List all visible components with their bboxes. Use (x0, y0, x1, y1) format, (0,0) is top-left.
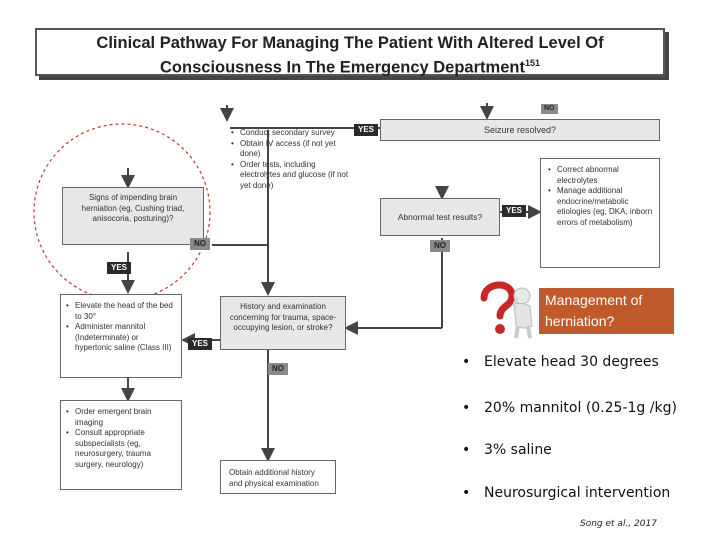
imaging-actions-box: Order emergent brain imaging Consult app… (60, 400, 182, 490)
title-line-1: Clinical Pathway For Managing The Patien… (96, 34, 604, 52)
seizure-question: Seizure resolved? (483, 124, 557, 135)
no-tag-history: NO (268, 363, 288, 375)
correct-item: Correct abnormal electrolytes (548, 165, 653, 186)
abnormal-tests-question: Abnormal test results? (397, 211, 483, 222)
no-tag-herniation: NO (190, 238, 210, 250)
obtain-history-box: Obtain additional history and physical e… (220, 460, 336, 494)
page-title: Clinical Pathway For Managing The Patien… (35, 28, 665, 77)
herniation-action-item: Administer mannitol (Indeterminate) or h… (66, 322, 177, 354)
history-question-box: History and examination concerning for t… (220, 296, 346, 350)
herniation-question: Signs of impending brain herniation (eg,… (81, 193, 185, 223)
management-text: Management of herniation? (545, 292, 643, 329)
history-question: History and examination concerning for t… (229, 302, 337, 332)
bullet-item: •3% saline (462, 442, 552, 458)
bullet-item: •Elevate head 30 degrees (462, 354, 659, 370)
survey-item: Order tests, including electrolytes and … (231, 160, 350, 192)
herniation-question-box: Signs of impending brain herniation (eg,… (62, 187, 204, 245)
bullet-item: •20% mannitol (0.25-1g /kg) (462, 400, 677, 416)
survey-item: Obtain IV access (if not yet done) (231, 139, 350, 160)
yes-tag-herniation: YES (107, 262, 132, 274)
bullet-text: 20% mannitol (0.25-1g /kg) (484, 400, 677, 416)
management-label: Management of herniation? (539, 288, 674, 334)
correct-item: Manage additional endocrine/metabolic et… (548, 186, 653, 228)
seizure-resolved-box: Seizure resolved? (380, 119, 660, 141)
correct-abnormal-box: Correct abnormal electrolytes Manage add… (540, 158, 660, 268)
survey-item: Conduct secondary survey (231, 128, 350, 139)
question-mark-person-icon (480, 281, 533, 339)
top-no-tag: NO (541, 104, 558, 114)
no-tag-abnormal: NO (430, 240, 450, 252)
abnormal-tests-box: Abnormal test results? (380, 198, 500, 236)
yes-tag-history: YES (188, 338, 213, 350)
bullet-text: 3% saline (484, 442, 552, 458)
bullet-text: Neurosurgical intervention (484, 485, 671, 501)
citation: Song et al., 2017 (580, 519, 657, 529)
imaging-action-item: Order emergent brain imaging (66, 407, 177, 428)
yes-tag-abnormal: YES (502, 205, 527, 217)
imaging-action-item: Consult appropriate subspecialists (eg, … (66, 428, 177, 470)
bullet-text: Elevate head 30 degrees (484, 354, 659, 370)
title-superscript: 151 (524, 58, 540, 68)
secondary-survey-list: Conduct secondary survey Obtain IV acces… (228, 128, 350, 191)
yes-tag-seizure: YES (354, 124, 379, 136)
herniation-actions-box: Elevate the head of the bed to 30° Admin… (60, 294, 182, 378)
title-line-2: Consciousness In The Emergency Departmen… (160, 58, 525, 77)
herniation-action-item: Elevate the head of the bed to 30° (66, 301, 177, 322)
bullet-item: •Neurosurgical intervention (462, 485, 671, 501)
obtain-history-text: Obtain additional history and physical e… (229, 468, 319, 488)
